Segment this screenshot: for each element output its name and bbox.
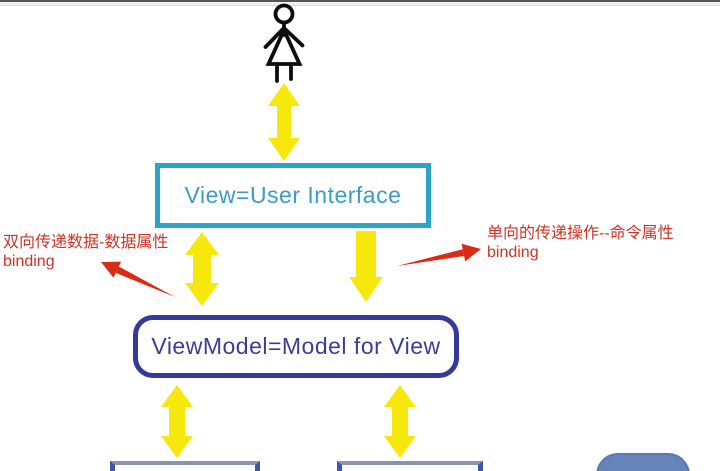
- red-annotation-arrows: [101, 243, 481, 297]
- annotation-one-way-command-line1: 单向的传递操作--命令属性: [487, 225, 674, 242]
- annotation-one-way-command-line2: binding: [487, 244, 539, 261]
- arrow-viewmodel-model-right-bidirectional: [384, 385, 416, 458]
- stick-figure-skirt: [265, 25, 303, 66]
- model-box-right-partial: [337, 461, 483, 471]
- yellow-arrows: [161, 83, 416, 458]
- viewmodel-node: ViewModel=Model for View: [133, 315, 459, 378]
- stick-figure-head: [273, 3, 295, 25]
- red-arrow-left-head: [101, 261, 122, 278]
- stick-figure-left-arm: [263, 26, 286, 49]
- red-arrow-right-head: [461, 243, 481, 262]
- view-node-label: View=User Interface: [184, 182, 402, 208]
- annotation-two-way-binding: 双向传递数据-数据属性 binding: [3, 233, 168, 271]
- arrow-user-view-bidirectional: [268, 83, 300, 161]
- viewmodel-node-label: ViewModel=Model for View: [151, 333, 441, 359]
- model-box-left-partial: [110, 461, 260, 471]
- database-shape-partial: [596, 453, 690, 471]
- annotation-two-way-binding-line2: binding: [3, 253, 55, 270]
- red-arrow-right-body: [397, 249, 465, 266]
- top-border-bar: [0, 0, 720, 2]
- arrow-viewmodel-model-left-bidirectional: [161, 385, 193, 458]
- top-border-highlight: [0, 2, 720, 6]
- arrow-view-viewmodel-left-bidirectional: [185, 232, 219, 306]
- arrow-view-viewmodel-right-down: [349, 231, 383, 302]
- stick-figure-right-arm: [282, 26, 305, 48]
- red-arrow-left-body: [115, 266, 175, 297]
- view-node: View=User Interface: [155, 163, 431, 228]
- annotation-one-way-command: 单向的传递操作--命令属性 binding: [487, 224, 674, 262]
- user-stick-figure-icon: [263, 3, 305, 83]
- annotation-two-way-binding-line1: 双向传递数据-数据属性: [3, 234, 169, 251]
